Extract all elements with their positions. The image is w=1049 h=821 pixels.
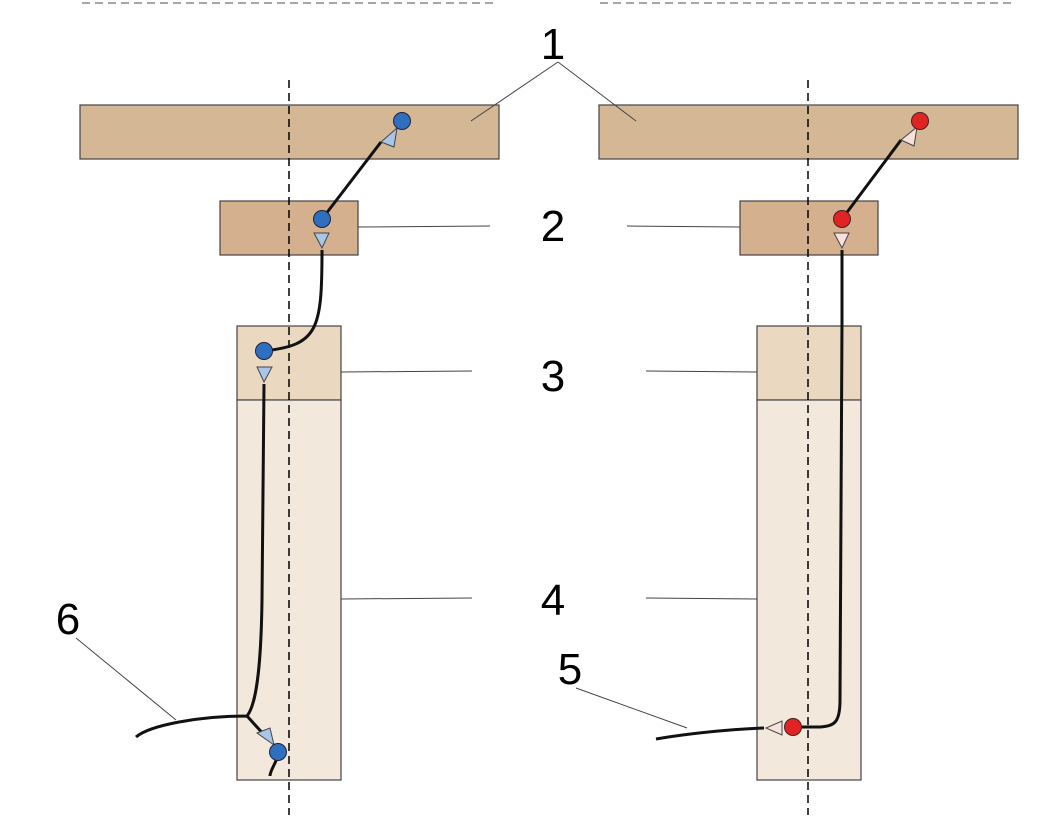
left-dot-3 <box>255 342 273 360</box>
label-4: 4 <box>541 576 565 625</box>
leader-2-right <box>626 225 741 228</box>
right-dot-1 <box>911 112 929 130</box>
right-arrow-3 <box>764 720 783 736</box>
leader-4-left <box>340 597 473 600</box>
right-layer-2 <box>739 200 879 256</box>
leader-3-left <box>340 370 473 373</box>
right-dot-2 <box>833 210 851 228</box>
left-dot-4 <box>269 743 287 761</box>
left-dot-2 <box>313 210 331 228</box>
left-layer-3 <box>236 325 342 401</box>
leader-4-right <box>645 597 758 600</box>
label-5: 5 <box>558 645 582 694</box>
left-arrow-2 <box>313 232 330 250</box>
left-path <box>135 141 383 777</box>
leader-1-left <box>470 61 559 122</box>
leader-6 <box>75 637 177 721</box>
label-6: 6 <box>56 595 80 644</box>
left-dot-1 <box>393 112 411 130</box>
label-3: 3 <box>541 352 565 401</box>
left-arrow-1 <box>380 126 398 148</box>
right-dot-3 <box>784 718 802 736</box>
label-1: 1 <box>541 20 565 69</box>
right-arrow-1 <box>900 125 918 147</box>
leader-5 <box>575 687 688 729</box>
left-arrow-3 <box>256 366 273 384</box>
leader-3-right <box>645 370 758 373</box>
right-layer-3 <box>756 325 862 401</box>
right-layer-4 <box>756 399 862 781</box>
leader-2-left <box>357 225 491 228</box>
right-arrow-2 <box>833 232 850 250</box>
left-arrow-4 <box>255 727 275 747</box>
right-path <box>655 139 903 741</box>
leader-1-right <box>557 61 637 122</box>
label-2: 2 <box>541 202 565 251</box>
